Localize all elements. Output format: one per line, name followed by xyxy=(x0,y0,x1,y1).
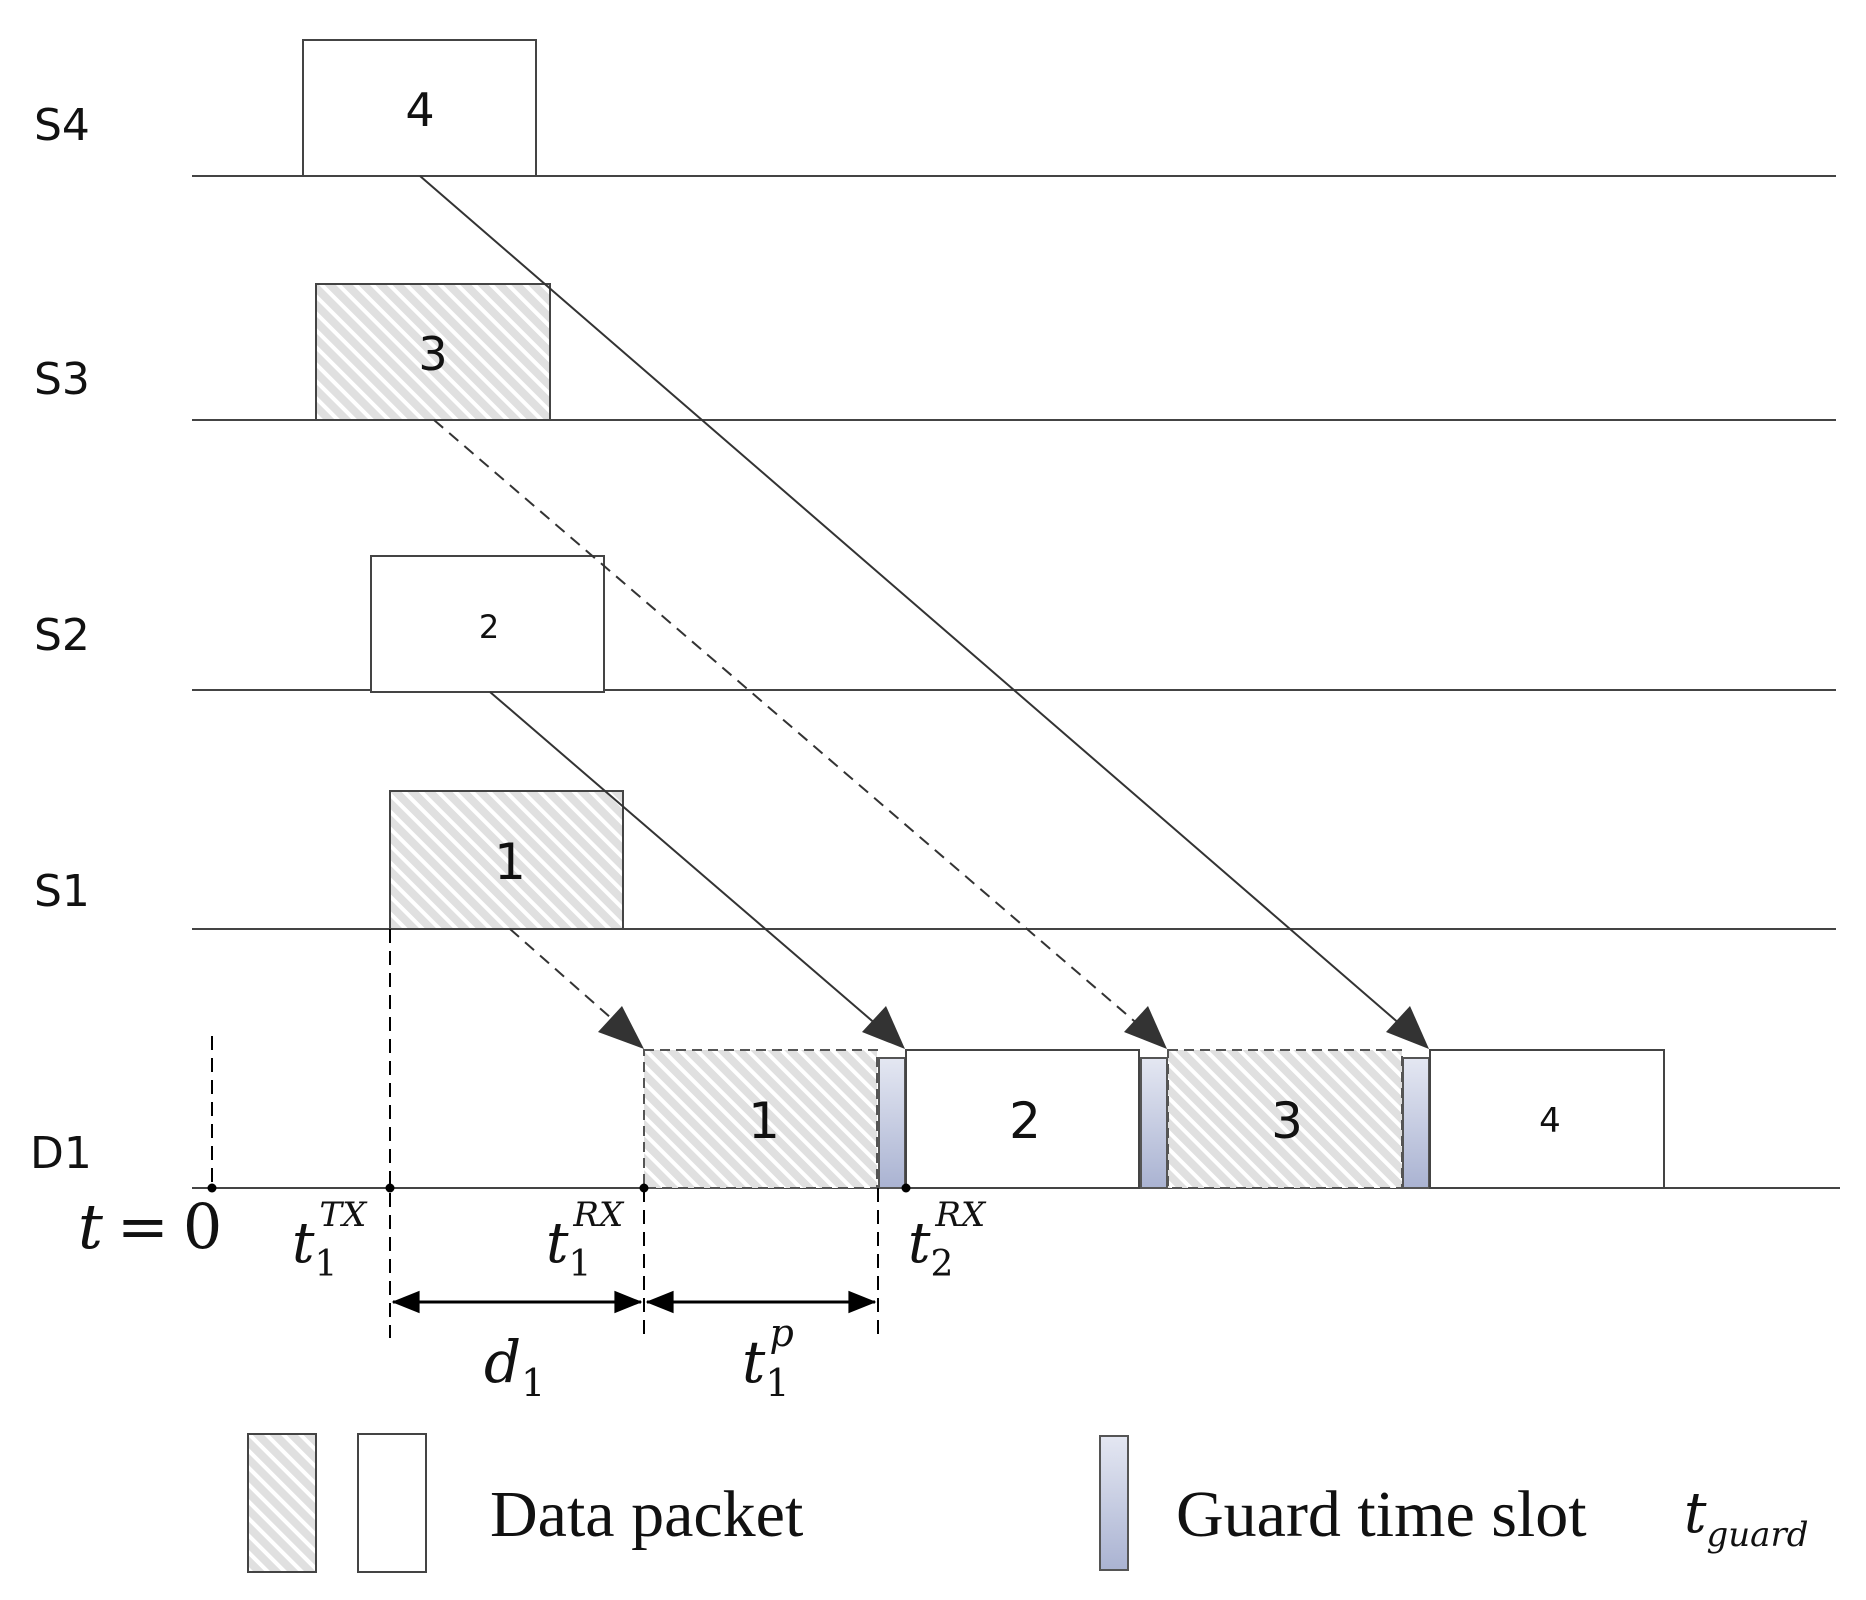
received-packet-2-label: 2 xyxy=(1009,1092,1041,1150)
received-packet-1-label: 1 xyxy=(748,1092,780,1150)
received-packet-3-label: 3 xyxy=(1271,1092,1303,1150)
t1tx-dot xyxy=(385,1183,395,1193)
legend-guard-symbol: tguard xyxy=(1684,1481,1808,1555)
t1tx-label: t1TX xyxy=(292,1195,368,1285)
source-packet-1 xyxy=(389,790,624,930)
lane-label-d1: D1 xyxy=(30,1128,92,1179)
source-packet-3-label: 3 xyxy=(418,327,447,381)
arrowhead-2 xyxy=(862,1006,905,1049)
d1-label: d1 xyxy=(484,1328,545,1405)
source-packet-2-label: 2 xyxy=(479,608,499,646)
source-packet-4-label: 4 xyxy=(405,83,434,137)
t2rx-dot xyxy=(901,1183,911,1193)
t1rx-label: t1RX xyxy=(546,1195,625,1285)
legend-guard-slot-label: Guard time slot xyxy=(1176,1478,1587,1551)
legend-plain-packet-swatch xyxy=(357,1433,427,1573)
source-packet-3 xyxy=(315,283,551,421)
legend-data-packet-label: Data packet xyxy=(490,1478,803,1551)
propagation-arrow-1 xyxy=(509,928,637,1041)
lane-label-s4: S4 xyxy=(34,100,90,151)
guard-slot-3 xyxy=(1402,1057,1430,1189)
arrowhead-1 xyxy=(598,1006,644,1049)
received-packet-2 xyxy=(905,1049,1140,1189)
propagation-arrow-3 xyxy=(433,419,1155,1039)
lane-label-s3: S3 xyxy=(34,354,90,405)
t1rx-dot xyxy=(639,1183,649,1193)
guard-slot-1 xyxy=(878,1057,906,1189)
received-packet-3 xyxy=(1167,1049,1403,1189)
t1p-label: t1p xyxy=(742,1311,794,1405)
source-packet-2 xyxy=(370,555,605,693)
arrowhead-4 xyxy=(1386,1006,1429,1049)
t0-label: t=0 xyxy=(78,1190,222,1263)
legend-hatched-packet-swatch xyxy=(247,1433,317,1573)
t2rx-label: t2RX xyxy=(908,1195,987,1285)
t0-dot xyxy=(207,1183,217,1193)
source-packet-4 xyxy=(302,39,537,177)
lane-label-s2: S2 xyxy=(34,610,90,661)
propagation-arrow-4 xyxy=(419,175,1417,1039)
received-packet-4-label: 4 xyxy=(1539,1101,1561,1141)
received-packet-4 xyxy=(1429,1049,1665,1189)
received-packet-1 xyxy=(643,1049,878,1189)
propagation-arrow-2 xyxy=(489,691,893,1039)
arrowhead-3 xyxy=(1124,1006,1167,1049)
legend-guard-slot-swatch xyxy=(1099,1435,1129,1571)
lane-label-s1: S1 xyxy=(34,866,90,917)
source-packet-1-label: 1 xyxy=(494,833,526,891)
guard-slot-2 xyxy=(1140,1057,1168,1189)
